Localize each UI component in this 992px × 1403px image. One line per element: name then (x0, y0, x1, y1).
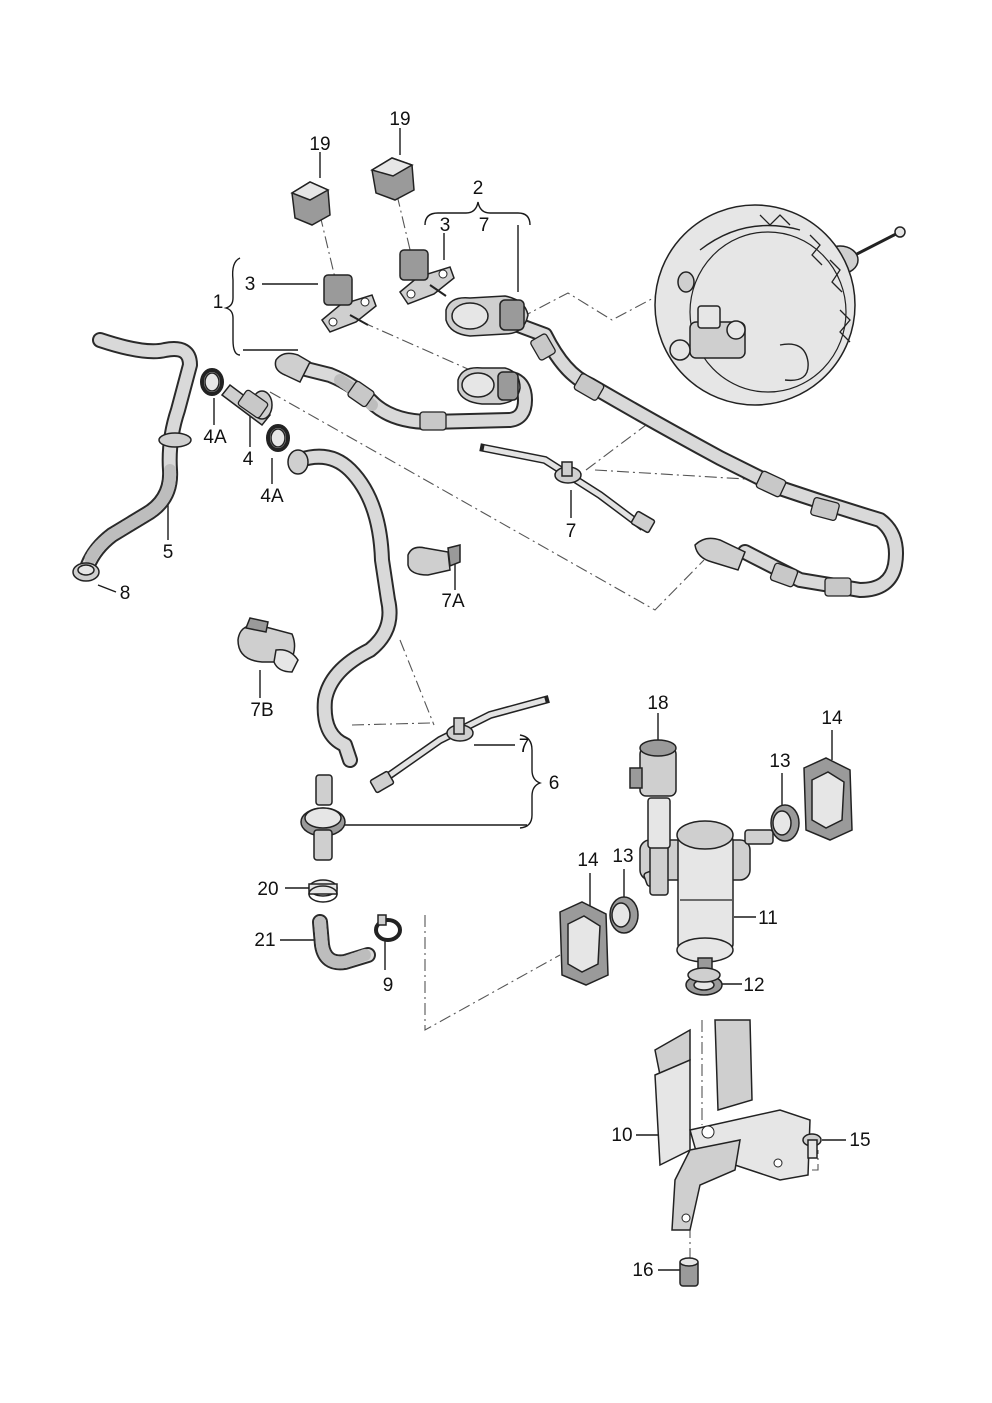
clamp-4A-upper (200, 368, 224, 396)
label-8: 8 (120, 583, 131, 604)
label-7A: 7A (441, 591, 465, 612)
cable-tie-upper (479, 443, 656, 534)
label-14-right: 14 (821, 708, 843, 729)
label-10: 10 (611, 1125, 632, 1146)
label-7-tie-upper: 7 (566, 521, 577, 542)
check-valve-lower (457, 367, 521, 405)
damping-ring-13-left (609, 896, 639, 934)
hose-5 (72, 332, 198, 582)
clip-7B (237, 617, 299, 673)
label-5: 5 (163, 542, 174, 563)
label-4A-upper: 4A (203, 427, 227, 448)
label-12: 12 (743, 975, 764, 996)
label-15: 15 (849, 1130, 870, 1151)
label-4: 4 (243, 449, 254, 470)
damping-ring-13-right (770, 804, 800, 842)
clamp-4A-lower (266, 424, 290, 452)
clamp-9 (374, 914, 402, 942)
label-6: 6 (549, 773, 560, 794)
label-19-left: 19 (309, 134, 330, 155)
label-19-right: 19 (389, 109, 410, 130)
clamp-20 (308, 879, 338, 903)
cable-tie-lower (369, 695, 550, 794)
non-return-valve (300, 774, 346, 861)
holder-14-left (559, 901, 609, 986)
sensor-3-lower (321, 274, 377, 333)
label-4A-lower: 4A (260, 486, 284, 507)
label-7B: 7B (250, 700, 273, 721)
label-2: 2 (473, 178, 484, 199)
hose-6 (287, 448, 398, 768)
connector-18 (629, 739, 677, 849)
nut-16 (679, 1257, 699, 1287)
assembly-lines (269, 194, 819, 1260)
label-11: 11 (758, 908, 778, 929)
bracket-10 (654, 1019, 811, 1231)
check-valve-upper (445, 295, 529, 337)
label-16: 16 (632, 1260, 653, 1281)
plug-19-left (290, 181, 331, 226)
label-9: 9 (383, 975, 394, 996)
brake-booster (654, 204, 906, 406)
hose-21 (312, 914, 376, 971)
label-13-right: 13 (769, 751, 790, 772)
connector-4 (220, 383, 273, 427)
label-14-left: 14 (577, 850, 599, 871)
plug-19-right (370, 157, 415, 201)
vacuum-hose-2 (274, 314, 904, 598)
label-3-lower: 3 (245, 274, 256, 295)
clip-7A (407, 544, 461, 576)
vacuum-pump-11 (639, 820, 774, 973)
label-20: 20 (257, 879, 278, 900)
label-3-upper: 3 (440, 215, 451, 236)
label-21: 21 (254, 930, 275, 951)
label-13-left: 13 (612, 846, 633, 867)
part-labels: 19 19 2 3 7 1 3 4A 4 4A 5 8 7 7A 7B 7 6 … (120, 109, 871, 1281)
bolt-15 (802, 1133, 822, 1159)
label-1: 1 (213, 292, 224, 313)
label-7-tie-lower: 7 (519, 736, 530, 757)
holder-14-right (803, 757, 853, 841)
label-7-upper: 7 (479, 215, 490, 236)
sensor-3-upper (399, 249, 455, 305)
leader-lines (97, 128, 846, 1271)
grommet-12 (685, 967, 723, 996)
label-18: 18 (647, 693, 668, 714)
